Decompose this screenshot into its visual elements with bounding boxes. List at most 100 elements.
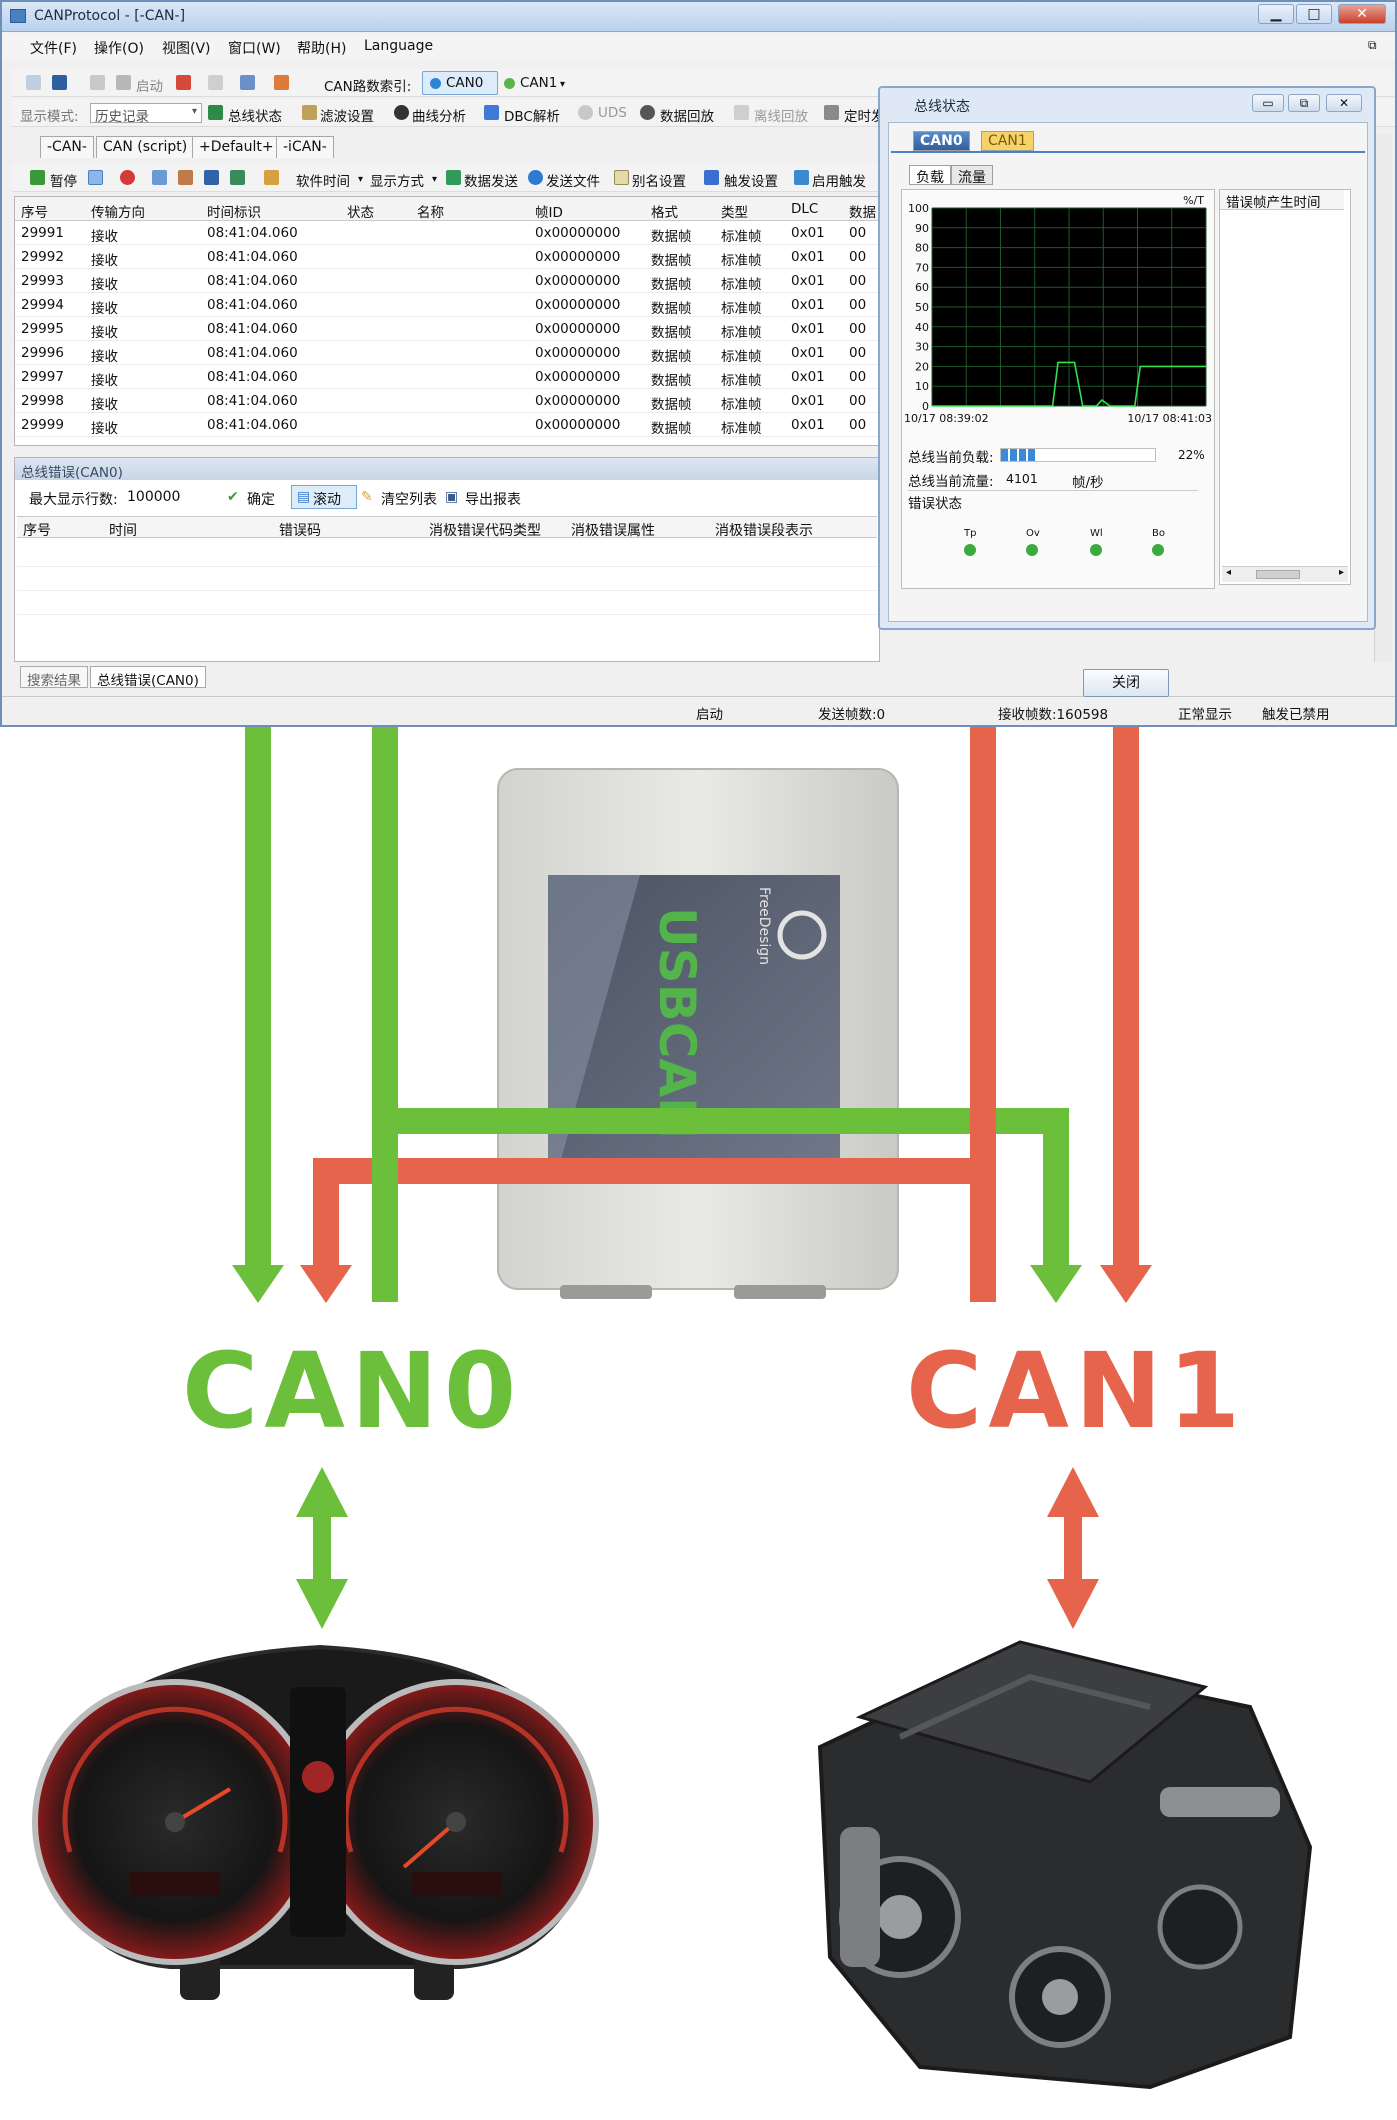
save-log-icon[interactable] (204, 170, 219, 185)
tab-ican[interactable]: -iCAN- (276, 136, 334, 158)
column-header[interactable]: 格式 (651, 205, 678, 221)
horizontal-scrollbar[interactable]: ◂ ▸ (1222, 566, 1348, 582)
column-header[interactable]: 消极错误段表示 (715, 523, 813, 539)
column-header[interactable]: 状态 (347, 205, 374, 221)
tab-can-script[interactable]: CAN (script) (96, 136, 195, 158)
scroll-toggle[interactable] (291, 485, 357, 509)
column-header[interactable]: DLC (791, 201, 819, 217)
menu-window[interactable]: 窗口(W) (228, 41, 281, 57)
vertical-scrollbar[interactable] (1374, 134, 1392, 662)
save-icon[interactable] (52, 75, 67, 90)
tab-can1[interactable]: CAN1 (981, 131, 1034, 151)
alias-settings-button[interactable]: 别名设置 (632, 174, 686, 190)
column-header[interactable]: 名称 (417, 205, 444, 221)
tab-default[interactable]: +Default+ (192, 136, 281, 158)
clear-icon[interactable] (88, 170, 103, 185)
start-icon[interactable] (116, 75, 131, 90)
tab-bus-error[interactable]: 总线错误(CAN0) (90, 666, 206, 689)
menu-help[interactable]: 帮助(H) (297, 41, 347, 57)
export-icon[interactable] (230, 170, 245, 185)
can1-selector[interactable]: CAN1 (520, 75, 558, 91)
dialog-minimize-button[interactable]: ▭ (1252, 94, 1284, 112)
column-header[interactable]: 时间标识 (207, 205, 261, 221)
column-header[interactable]: 错误码 (279, 523, 321, 539)
dropdown-chevron-icon[interactable]: ▾ (560, 79, 566, 90)
offline-replay-button[interactable]: 离线回放 (754, 109, 808, 125)
find-icon[interactable] (178, 170, 193, 185)
column-header[interactable]: 序号 (21, 205, 48, 221)
dialog-close-icon[interactable]: ✕ (1326, 94, 1362, 112)
copy-icon[interactable] (152, 170, 167, 185)
close-button[interactable]: ✕ (1338, 4, 1386, 24)
dbc-parse-button[interactable]: DBC解析 (504, 109, 560, 125)
erase-icon[interactable] (274, 75, 289, 90)
device-logo-icon (777, 910, 827, 960)
record-icon[interactable] (120, 170, 135, 185)
stop-icon[interactable] (176, 75, 191, 90)
bus-status-button[interactable]: 总线状态 (228, 109, 282, 125)
software-time-button[interactable]: 软件时间 (296, 174, 350, 190)
enable-trigger-button[interactable]: 启用触发 (812, 174, 866, 190)
tab-load[interactable]: 负载 (909, 165, 951, 186)
export-report-button[interactable]: 导出报表 (465, 492, 521, 508)
scroll-right-icon[interactable]: ▸ (1338, 567, 1344, 578)
software-time-chevron-icon[interactable]: ▾ (358, 174, 364, 185)
new-icon[interactable] (26, 75, 41, 90)
column-header[interactable]: 时间 (109, 523, 137, 539)
curve-analysis-button[interactable]: 曲线分析 (412, 109, 466, 125)
table-cell: 标准帧 (721, 397, 762, 413)
error-list-header[interactable]: 错误帧产生时间 (1220, 190, 1344, 211)
filter-settings-button[interactable]: 滤波设置 (320, 109, 374, 125)
device-icon[interactable] (240, 75, 255, 90)
menu-file[interactable]: 文件(F) (30, 41, 77, 57)
uds-button[interactable]: UDS (598, 105, 627, 121)
tab-can0[interactable]: CAN0 (913, 131, 970, 151)
menu-language[interactable]: Language (364, 38, 434, 54)
column-header[interactable]: 消极错误属性 (571, 523, 655, 539)
tab-flow[interactable]: 流量 (951, 165, 993, 186)
menu-view[interactable]: 视图(V) (162, 41, 211, 57)
timer-send-button[interactable]: 定时发 (844, 109, 885, 125)
tab-can[interactable]: -CAN- (40, 136, 94, 158)
pause-button[interactable]: 暂停 (50, 174, 77, 190)
restore-icon[interactable]: ⧉ (1368, 38, 1377, 52)
display-mode-select[interactable]: 历史记录▾ (90, 103, 202, 125)
edit-icon[interactable] (208, 75, 223, 90)
dialog-restore-button[interactable]: ⧉ (1288, 94, 1320, 112)
display-mode-button[interactable]: 显示方式 (370, 174, 424, 190)
start-button[interactable]: 启动 (136, 79, 163, 95)
send-file-button[interactable]: 发送文件 (546, 174, 600, 190)
column-header[interactable]: 数据 (849, 205, 876, 221)
column-header[interactable]: 序号 (23, 523, 51, 539)
maximize-button[interactable]: □ (1296, 4, 1332, 24)
trigger-settings-button[interactable]: 触发设置 (724, 174, 778, 190)
scroll-left-icon[interactable]: ◂ (1226, 567, 1232, 578)
tool-icon[interactable] (90, 75, 105, 90)
column-header[interactable]: 类型 (721, 205, 748, 221)
menu-operate[interactable]: 操作(O) (94, 41, 144, 57)
package-icon[interactable] (264, 170, 279, 185)
display-mode-chevron-icon[interactable]: ▾ (432, 174, 438, 185)
data-replay-button[interactable]: 数据回放 (660, 109, 714, 125)
max-rows-input[interactable]: 100000 (127, 489, 181, 505)
column-header[interactable]: 传输方向 (91, 205, 145, 221)
minimize-button[interactable]: ▁ (1258, 4, 1294, 24)
tab-search-results[interactable]: 搜索结果 (20, 666, 88, 689)
dialog-close-button[interactable]: 关闭 (1083, 669, 1169, 697)
scroll-thumb[interactable] (1256, 570, 1300, 579)
send-data-button[interactable]: 数据发送 (464, 174, 518, 190)
clear-list-button[interactable]: 清空列表 (381, 492, 437, 508)
column-header[interactable]: 帧ID (535, 205, 563, 221)
column-header[interactable]: 消极错误代码类型 (429, 523, 541, 539)
confirm-button[interactable]: 确定 (247, 492, 275, 508)
table-cell: 29999 (21, 417, 64, 433)
